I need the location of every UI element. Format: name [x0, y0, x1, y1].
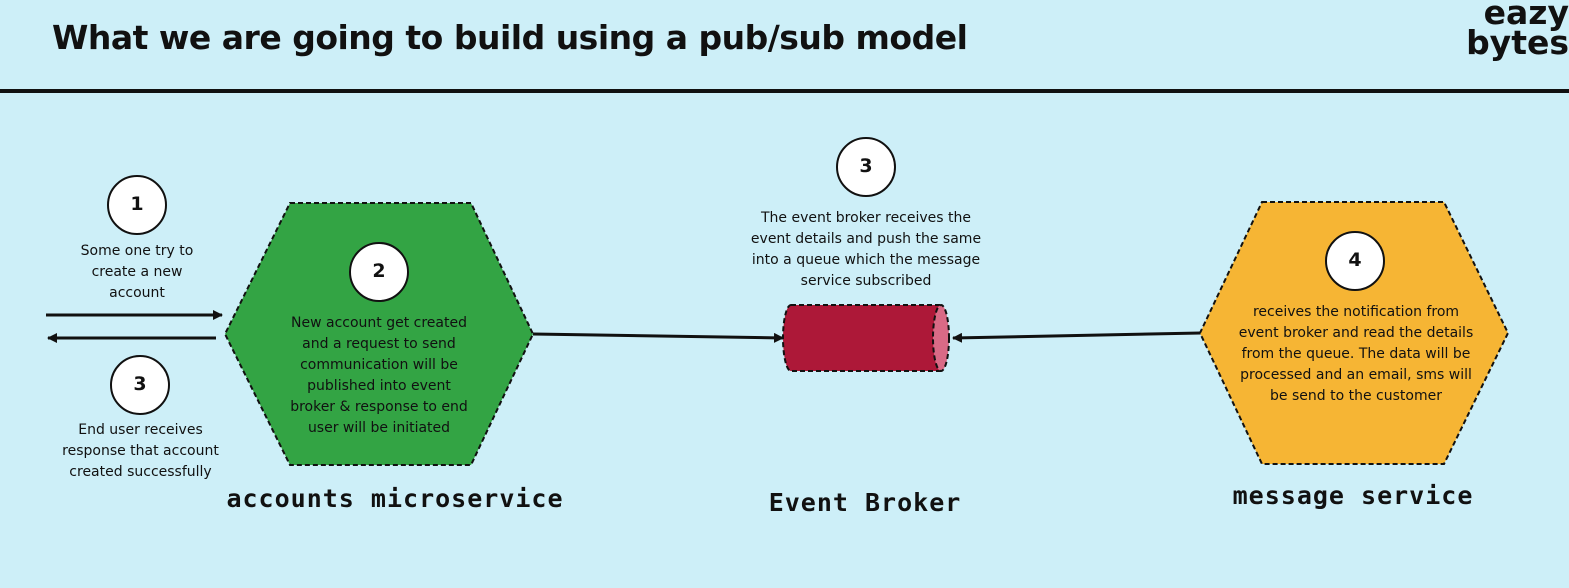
brand-logo: eazy bytes [1459, 0, 1569, 62]
step-1-line: create a new [91, 264, 183, 280]
broker-queue-cap [932, 304, 950, 372]
step-2-line: New account get created [291, 315, 467, 331]
step-2-line: published into event [307, 378, 451, 394]
message-label: message service [1232, 481, 1474, 510]
step-3-broker-number: 3 [859, 155, 873, 177]
step-3-user-circle [110, 355, 170, 415]
step-2-line: and a request to send [302, 336, 456, 352]
step-4-line: be send to the customer [1270, 388, 1442, 404]
step-1-circle [107, 175, 167, 235]
step-2-number: 2 [372, 260, 386, 282]
step-1-number: 1 [130, 193, 144, 215]
accounts-label: accounts microservice [226, 484, 564, 513]
step-4-number: 4 [1348, 249, 1362, 271]
step-4-line: receives the notification from [1252, 304, 1460, 320]
step-3-user-number: 3 [133, 373, 147, 395]
brand-line-2: bytes [1466, 23, 1569, 62]
step-3-broker-line: service subscribed [800, 273, 932, 289]
step-3-user-line: response that account [62, 443, 219, 459]
step-3-user-line: created successfully [69, 464, 212, 480]
accounts-hexagon [223, 202, 535, 466]
message-hexagon [1198, 201, 1510, 465]
step-1-text: Some one try to create a new account [52, 241, 222, 304]
step-2-line: communication will be [300, 357, 458, 373]
header-divider [0, 89, 1569, 93]
step-3-broker-line: The event broker receives the [760, 210, 972, 226]
step-3-user-line: End user receives [78, 422, 203, 438]
broker-queue-body [782, 304, 942, 372]
step-2-line: broker & response to end [290, 399, 468, 415]
step-4-circle [1325, 231, 1385, 291]
step-4-line: event broker and read the details [1238, 325, 1474, 341]
publish-arrow [532, 332, 784, 343]
step-1-line: Some one try to [80, 243, 194, 259]
step-1-line: account [109, 285, 165, 301]
brand-line-1: eazy [1483, 0, 1569, 32]
step-3-broker-line: event details and push the same [750, 231, 982, 247]
step-4-line: from the queue. The data will be [1241, 346, 1471, 362]
step-2-circle [349, 242, 409, 302]
step-3-broker-circle [836, 137, 896, 197]
step-4-line: processed and an email, sms will [1240, 367, 1472, 383]
step-3-broker-text: The event broker receives the event deta… [721, 208, 1011, 292]
step-3-user-text: End user receives response that account … [38, 420, 243, 483]
step-2-text: New account get created and a request to… [264, 313, 494, 439]
subscribe-arrow [952, 331, 1202, 343]
broker-label: Event Broker [768, 488, 962, 517]
step-2-line: user will be initiated [307, 420, 451, 436]
step-3-broker-line: into a queue which the message [751, 252, 981, 268]
step-4-text: receives the notification from event bro… [1208, 302, 1504, 407]
page-title: What we are going to build using a pub/s… [52, 18, 968, 57]
